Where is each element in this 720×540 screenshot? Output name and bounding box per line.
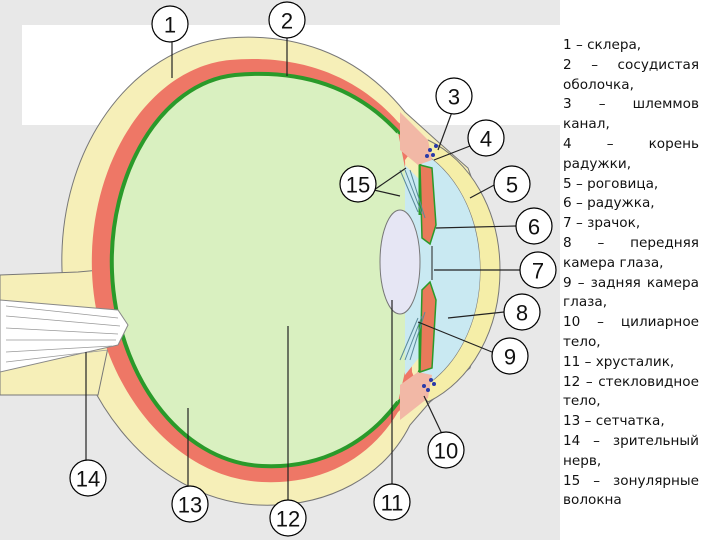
callout-5: 5 [493, 165, 531, 203]
leader-6 [435, 225, 517, 229]
callout-13: 13 [171, 485, 209, 523]
callout-label-7: 7 [532, 259, 544, 284]
callout-label-15: 15 [346, 173, 370, 198]
callout-label-3: 3 [448, 85, 460, 110]
iris-bottom [419, 280, 437, 374]
legend: 1 – склера, 2 – сосудистая оболочка, 3 –… [563, 36, 699, 511]
callout-label-10: 10 [434, 439, 458, 464]
callout-15: 15 [339, 165, 377, 203]
legend-item-15: 15 – зонулярные волокна [563, 472, 699, 509]
callout-label-5: 5 [506, 173, 518, 198]
legend-item-9: 9 – задняя камера глаза, [563, 274, 699, 311]
callout-10: 10 [427, 431, 465, 469]
callout-label-2: 2 [281, 9, 293, 34]
leader-8 [447, 311, 505, 319]
legend-item-3: 3 – шлеммов канал, [563, 96, 699, 133]
callout-2: 2 [268, 1, 306, 39]
callout-9: 9 [491, 337, 529, 375]
iris-root-top [400, 112, 432, 165]
callout-label-14: 14 [76, 467, 100, 492]
callout-label-9: 9 [504, 345, 516, 370]
callout-label-13: 13 [178, 493, 202, 518]
callout-label-8: 8 [516, 301, 528, 326]
callout-8: 8 [503, 293, 541, 331]
leader-5 [469, 183, 497, 199]
callout-12: 12 [269, 499, 307, 537]
leader-3 [437, 111, 453, 151]
callout-11: 11 [373, 483, 411, 521]
legend-item-8: 8 – передняя камера глаза, [563, 234, 699, 271]
leader-10 [423, 395, 443, 435]
iris-top [419, 164, 437, 246]
retina-line [109, 71, 400, 469]
lens [379, 209, 421, 315]
leader-4 [433, 145, 471, 161]
legend-item-6: 6 – радужка, [563, 195, 655, 212]
callout-label-4: 4 [480, 127, 492, 152]
callout-label-6: 6 [528, 215, 540, 240]
legend-item-11: 11 – хрусталик, [563, 353, 675, 370]
callout-label-12: 12 [276, 507, 300, 532]
callout-7: 7 [519, 251, 557, 289]
legend-item-13: 13 – сетчатка, [563, 413, 665, 430]
zonular-fibers [399, 169, 426, 361]
legend-item-7: 7 – зрачок, [563, 215, 641, 232]
callout-label-1: 1 [164, 13, 176, 38]
eye-diagram: 1 2 3 4 5 6 7 8 9 10 11 12 13 14 15 [0, 1, 557, 537]
callout-4: 4 [467, 119, 505, 157]
legend-item-1: 1 – склера, [563, 37, 642, 53]
callout-14: 14 [69, 459, 107, 497]
schlemm-canal-dots-bottom [422, 378, 436, 392]
callout-3: 3 [435, 77, 473, 115]
optic-nerve-fibers [5, 305, 121, 363]
vitreous-body [111, 73, 406, 467]
leader-15b [373, 167, 407, 191]
legend-item-12: 12 – стекловидное тело, [563, 373, 699, 410]
schlemm-canal-dots-top [425, 144, 438, 158]
leader-9 [417, 321, 493, 353]
legend-item-4: 4 – корень радужки, [563, 135, 699, 172]
callout-1: 1 [151, 5, 189, 43]
legend-item-14: 14 – зрительный нерв, [563, 432, 699, 469]
legend-item-2: 2 – сосудистая оболочка, [563, 56, 699, 93]
legend-item-10: 10 – цилиарное тело, [563, 314, 699, 350]
leader-15a [373, 189, 401, 197]
legend-item-5: 5 – роговица, [563, 175, 659, 192]
callout-6: 6 [515, 207, 553, 245]
callout-label-11: 11 [381, 491, 404, 516]
